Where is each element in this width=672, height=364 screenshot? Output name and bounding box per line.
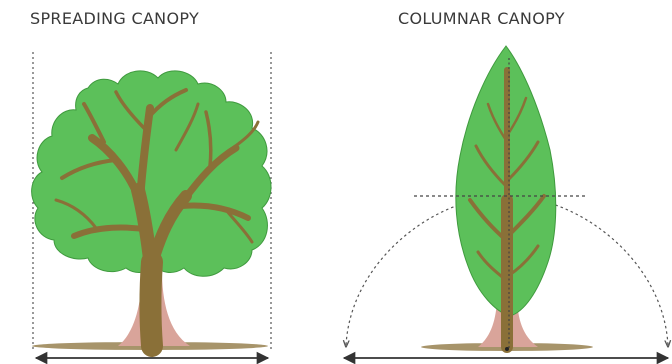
- spreading-tree: [31, 52, 272, 364]
- columnar-canopy-heading: COLUMNAR CANOPY: [398, 9, 565, 28]
- columnar-branches: [468, 67, 546, 353]
- spreading-branches: [54, 88, 260, 357]
- columnar-tree: [342, 45, 668, 364]
- spreading-foliage: [31, 70, 272, 277]
- spreading-canopy-heading: SPREADING CANOPY: [30, 9, 200, 28]
- columnar-base-point: [505, 347, 509, 351]
